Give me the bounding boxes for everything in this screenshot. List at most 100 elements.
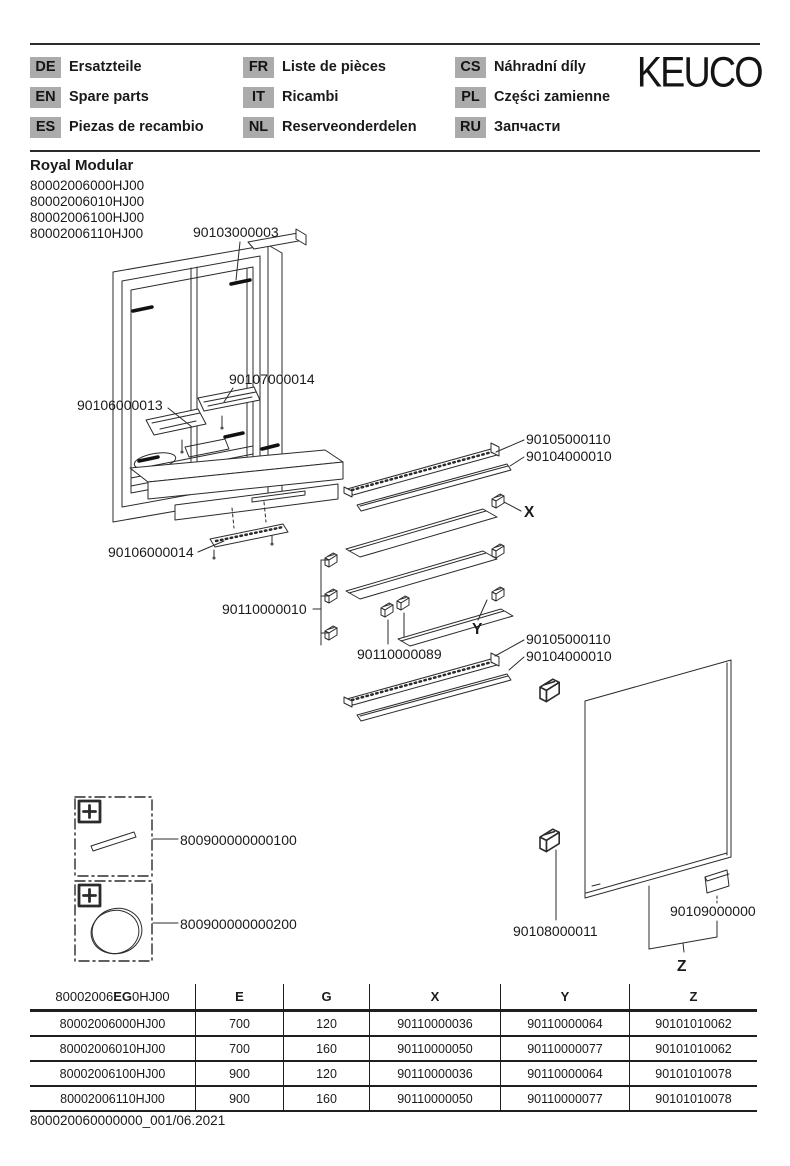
language-badge-nl: NL — [243, 116, 274, 138]
language-badge-ru: RU — [455, 116, 486, 138]
language-badge-en: EN — [30, 86, 61, 108]
table-cell: 80002006110HJ00 — [30, 1087, 195, 1112]
marker-x: X — [524, 504, 535, 521]
language-column-3: CS Náhradní díly PL Części zamienne RU З… — [455, 56, 610, 146]
glass-shelf-x1 — [345, 508, 498, 558]
mounting-marks — [131, 278, 280, 463]
language-label-nl: Reserveonderdelen — [282, 119, 417, 135]
table-cell: 80002006100HJ00 — [30, 1062, 195, 1087]
table-cell: 700 — [195, 1037, 283, 1062]
accessory-box-strip — [74, 796, 153, 877]
table-cell: 90110000036 — [369, 1062, 500, 1087]
model-header-prefix: 80002006 — [55, 989, 114, 1004]
hinge-clip-part — [539, 828, 561, 853]
keuco-logo: KEUCO — [637, 48, 764, 96]
language-label-en: Spare parts — [69, 89, 149, 105]
table-cell: 90110000050 — [369, 1037, 500, 1062]
part-label-cover-profile-bottom: 90104000010 — [526, 648, 612, 664]
product-code: 80002006010HJ00 — [30, 194, 145, 209]
language-badge-fr: FR — [243, 56, 274, 78]
hinge-clip-part — [539, 678, 561, 703]
language-label-it: Ricambi — [282, 89, 339, 105]
language-label-es: Piezas de recambio — [69, 119, 204, 135]
table-cell: 90110000064 — [500, 1012, 629, 1037]
drawer-unit-right-part — [197, 386, 261, 430]
part-label-led-profile-bottom: 90105000110 — [526, 631, 611, 647]
table-cell: 90110000050 — [369, 1087, 500, 1112]
glass-shelf-x2 — [345, 550, 498, 600]
part-label-accessory-mirror: 800900000000200 — [180, 916, 297, 932]
part-label-led-profile-top: 90105000110 — [526, 431, 611, 447]
language-label-de: Ersatzteile — [69, 59, 142, 75]
language-badge-cs: CS — [455, 56, 486, 78]
top-rule — [30, 43, 760, 45]
language-badge-de: DE — [30, 56, 61, 78]
part-label-cover-profile-top: 90104000010 — [526, 448, 612, 464]
z-bracket — [648, 885, 718, 953]
language-label-pl: Części zamienne — [494, 89, 611, 105]
table-cell: 120 — [283, 1012, 369, 1037]
part-label-clip-pair: 90110000089 — [357, 646, 442, 662]
model-header-bold: EG — [113, 989, 133, 1004]
table-header-e: E — [195, 984, 283, 1012]
part-label-hinge: 90108000011 — [513, 923, 598, 939]
language-column-2: FR Liste de pièces IT Ricambi NL Reserve… — [243, 56, 417, 146]
header-divider-rule — [30, 150, 760, 152]
language-row-fr: FR Liste de pièces — [243, 56, 417, 78]
mirror-door-panel — [584, 659, 732, 899]
shelf-clip — [491, 493, 505, 509]
table-cell: 90110000077 — [500, 1037, 629, 1062]
product-code: 80002006100HJ00 — [30, 210, 145, 225]
table-header-g: G — [283, 984, 369, 1012]
table-cell: 90110000064 — [500, 1062, 629, 1087]
shelf-clip — [491, 586, 505, 602]
language-badge-pl: PL — [455, 86, 486, 108]
shelf-clip — [380, 602, 394, 618]
language-row-ru: RU Запчасти — [455, 116, 610, 138]
table-cell: 90101010078 — [629, 1062, 757, 1087]
table-cell: 900 — [195, 1062, 283, 1087]
table-cell: 90110000036 — [369, 1012, 500, 1037]
table-cell: 80002006010HJ00 — [30, 1037, 195, 1062]
language-row-it: IT Ricambi — [243, 86, 417, 108]
language-row-en: EN Spare parts — [30, 86, 204, 108]
language-label-ru: Запчасти — [494, 119, 561, 135]
language-row-de: DE Ersatzteile — [30, 56, 204, 78]
marker-y: Y — [472, 621, 483, 638]
bottom-tray — [129, 449, 344, 529]
language-row-pl: PL Części zamienne — [455, 86, 610, 108]
table-header-y: Y — [500, 984, 629, 1012]
part-label-top-profile: 90103000003 — [193, 224, 279, 240]
language-label-fr: Liste de pièces — [282, 59, 386, 75]
table-cell: 90101010078 — [629, 1087, 757, 1112]
table-cell: 90101010062 — [629, 1037, 757, 1062]
product-code: 80002006000HJ00 — [30, 178, 145, 193]
marker-z: Z — [677, 958, 687, 975]
part-label-shelf-clips: 90110000010 — [222, 601, 307, 617]
model-header-suffix: 0HJ00 — [132, 989, 170, 1004]
part-label-drawer-right: 90107000014 — [229, 371, 315, 387]
bottom-rail-part — [209, 523, 289, 560]
shelf-clip — [396, 595, 410, 611]
accessory-box-mirror — [74, 880, 153, 962]
table-cell: 900 — [195, 1087, 283, 1112]
language-badge-it: IT — [243, 86, 274, 108]
table-cell: 90110000077 — [500, 1087, 629, 1112]
language-column-1: DE Ersatzteile EN Spare parts ES Piezas … — [30, 56, 204, 146]
table-cell: 160 — [283, 1087, 369, 1112]
language-row-cs: CS Náhradní díly — [455, 56, 610, 78]
product-code-list: 80002006000HJ00 80002006010HJ00 80002006… — [30, 178, 144, 242]
table-cell: 120 — [283, 1062, 369, 1087]
document-reference: 800020060000000_001/06.2021 — [30, 1113, 226, 1128]
language-row-es: ES Piezas de recambio — [30, 116, 204, 138]
shelf-clip — [491, 543, 505, 559]
part-label-drawer-left: 90106000013 — [77, 397, 163, 413]
glass-shelf-y — [397, 608, 514, 647]
part-label-bottom-rail: 90106000014 — [108, 544, 194, 560]
leader-lines — [152, 241, 557, 924]
table-cell: 700 — [195, 1012, 283, 1037]
